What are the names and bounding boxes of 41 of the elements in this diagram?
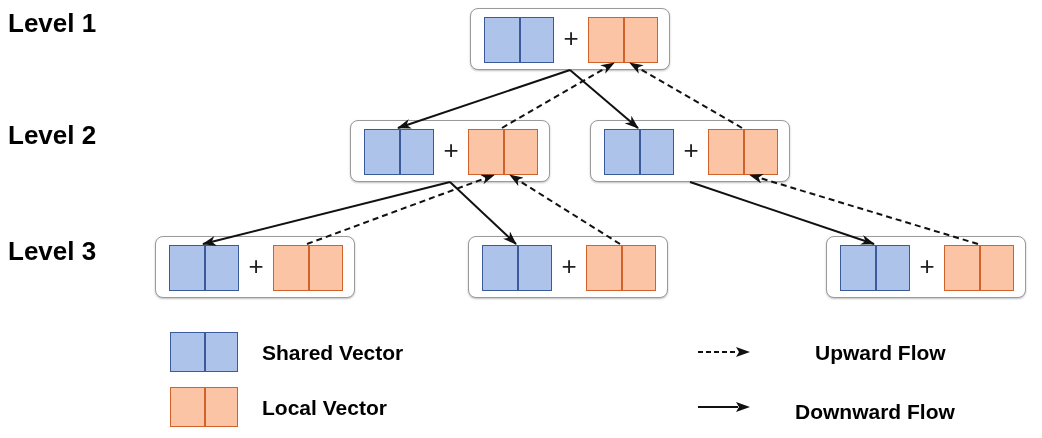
level-label: Level 3 — [8, 236, 97, 266]
vector-block — [840, 245, 910, 291]
vector-block — [482, 245, 552, 291]
plus-sign: + — [682, 135, 700, 165]
vector-block — [586, 245, 656, 291]
plus-sign: + — [560, 251, 578, 281]
arrow — [449, 181, 517, 245]
level-label: Level 1 — [8, 8, 97, 38]
vector-block — [604, 129, 674, 175]
vector-block — [169, 245, 239, 291]
vector-block — [484, 17, 554, 63]
arrow — [749, 174, 979, 245]
legend-label: Local Vector — [262, 395, 387, 421]
vector-pair-box — [468, 236, 668, 298]
arrow — [569, 69, 639, 129]
vector-pair-box — [350, 120, 550, 182]
vector-pair-box — [470, 8, 670, 70]
vector-block — [273, 245, 343, 291]
level-label: Level 2 — [8, 120, 97, 150]
legend-label: Upward Flow — [815, 340, 946, 366]
vector-block — [364, 129, 434, 175]
plus-sign: + — [247, 251, 265, 281]
vector-block — [708, 129, 778, 175]
arrow — [689, 181, 875, 245]
arrow — [501, 62, 615, 129]
arrow — [202, 181, 451, 246]
vector-block — [944, 245, 1014, 291]
plus-sign: + — [442, 135, 460, 165]
arrow — [397, 69, 571, 129]
arrow — [509, 174, 621, 245]
vector-pair-box — [826, 236, 1026, 298]
plus-sign: + — [562, 23, 580, 53]
arrow — [306, 174, 495, 245]
legend-label: Downward Flow — [795, 399, 955, 425]
arrow — [629, 62, 743, 129]
plus-sign: + — [918, 251, 936, 281]
vector-block — [468, 129, 538, 175]
vector-pair-box — [155, 236, 355, 298]
vector-block — [588, 17, 658, 63]
vector-pair-box — [590, 120, 790, 182]
legend-label: Shared Vector — [262, 340, 404, 366]
